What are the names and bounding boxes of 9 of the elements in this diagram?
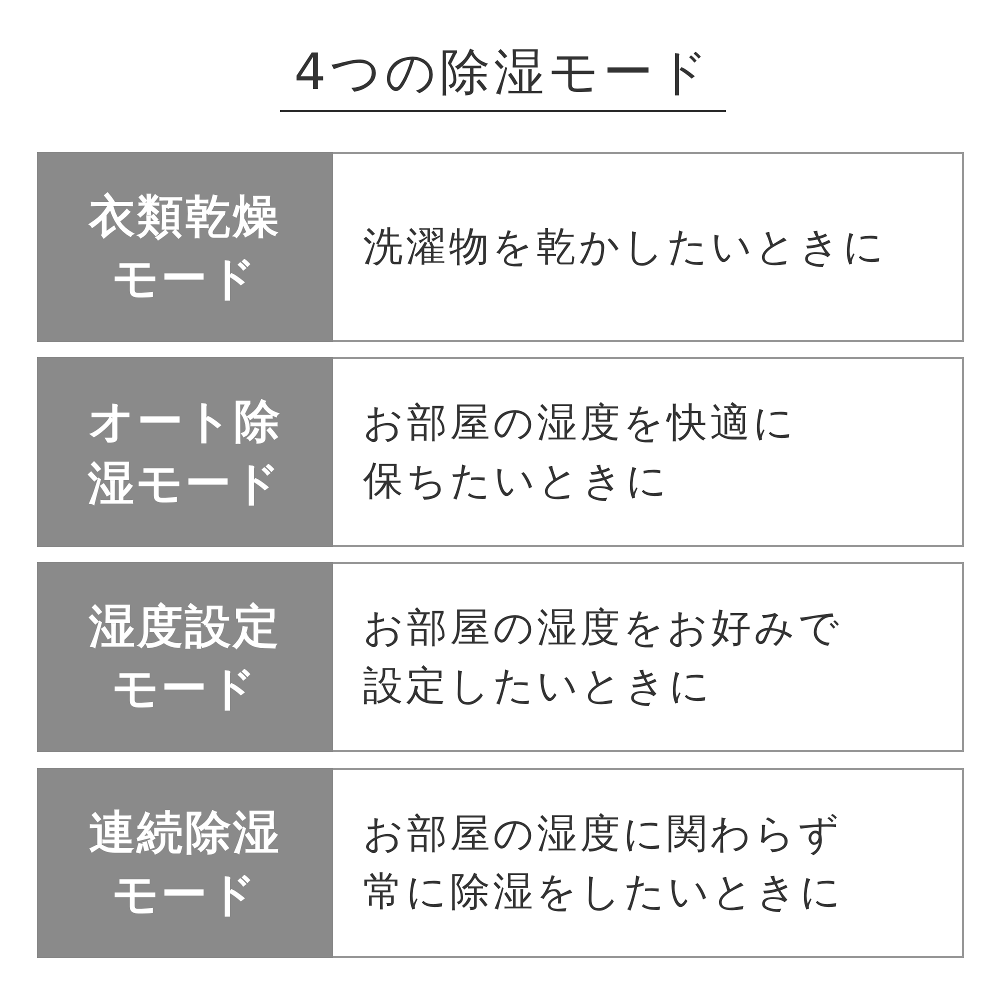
mode-name: 連続除湿モード (88, 804, 282, 923)
mode-description: お部屋の湿度に関わらず常に除湿をしたいときに (363, 810, 845, 917)
mode-description: 洗濯物を乾かしたいときに (363, 223, 888, 272)
mode-description: お部屋の湿度をお好みで設定したいときに (363, 604, 843, 711)
mode-name: 衣類乾燥モード (87, 188, 282, 307)
mode-name: オート除湿モード (86, 392, 283, 512)
title: 4つの除湿モード (280, 42, 726, 112)
mode-description: お部屋の湿度を快適に保ちたいときに (363, 399, 798, 506)
mode-name: 湿度設定モード (88, 598, 282, 717)
